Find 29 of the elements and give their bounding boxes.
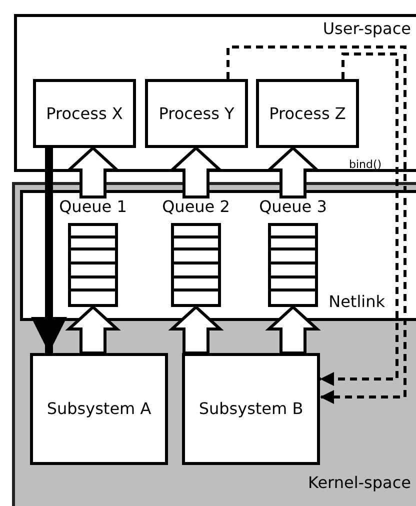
block-arrow [65,304,121,354]
box-label: Process Z [269,102,346,124]
process-box [256,79,359,148]
block-arrow [65,146,121,198]
region-label: User-space [322,19,411,38]
process-box [33,79,136,148]
user-space-region [14,14,416,172]
queue-label: Queue 2 [162,197,230,217]
block-arrow [265,146,321,198]
region-label: Kernel-space [308,473,411,492]
queue-label: Queue 1 [59,197,127,217]
box-label: Subsystem A [46,398,152,420]
block-arrow [168,304,224,354]
subsystem-box [30,353,168,465]
box-label: Subsystem B [198,398,304,420]
process-box [145,79,248,148]
block-arrow [265,304,321,354]
netlink-region [20,190,416,321]
dashed-arrow [320,52,398,386]
block-arrow [168,146,224,198]
subsystem-box [182,353,320,465]
queue-label: Queue 3 [259,197,327,217]
region-label: Netlink [328,292,385,311]
thick-arrow [31,148,67,353]
kernel-space-region [12,182,416,506]
box-label: Process Y [158,102,234,124]
function-label: bind() [349,158,382,171]
dashed-arrow [226,46,406,404]
box-label: Process X [46,102,123,124]
